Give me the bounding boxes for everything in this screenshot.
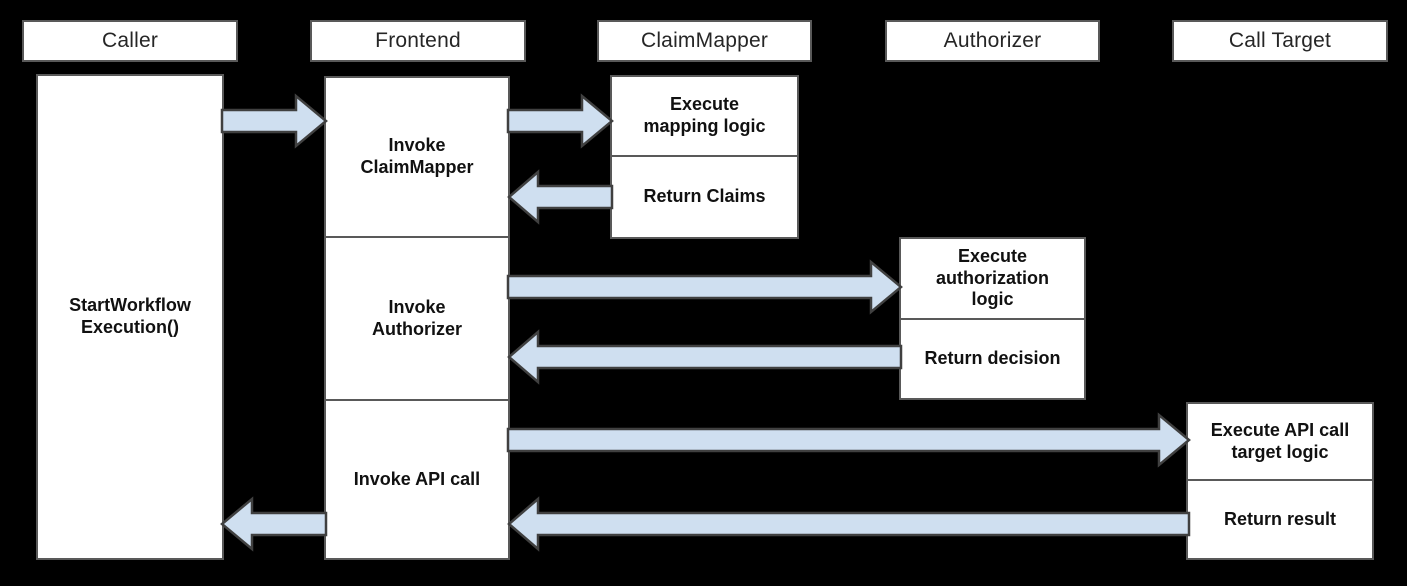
activation-segment-calltarget-return-result: Return result (1188, 479, 1372, 558)
lane-header-caller-label: Caller (101, 29, 159, 52)
activation-segment-authorizer-return-decision: Return decision (901, 318, 1084, 398)
activation-segment-frontend-invoke-api-call: Invoke API call (326, 399, 508, 558)
message-arrow-frontend-to-authorizer[interactable] (506, 259, 903, 315)
lane-header-claimmapper[interactable]: ClaimMapper (597, 20, 812, 62)
lane-header-authorizer[interactable]: Authorizer (885, 20, 1100, 62)
lane-header-authorizer-label: Authorizer (943, 29, 1042, 52)
lane-header-frontend[interactable]: Frontend (310, 20, 526, 62)
message-arrow-frontend-to-claimmapper[interactable] (506, 93, 614, 149)
message-arrow-calltarget-to-frontend[interactable] (507, 496, 1191, 552)
message-arrow-frontend-to-caller[interactable] (220, 496, 328, 552)
message-arrow-claimmapper-to-frontend[interactable] (507, 169, 614, 225)
lane-header-calltarget[interactable]: Call Target (1172, 20, 1388, 62)
message-arrow-frontend-to-calltarget[interactable] (506, 412, 1191, 468)
message-arrow-caller-to-frontend[interactable] (220, 93, 328, 149)
lane-header-claimmapper-label: ClaimMapper (640, 29, 769, 52)
lane-header-calltarget-label: Call Target (1228, 29, 1332, 52)
lane-header-frontend-label: Frontend (375, 29, 461, 52)
lane-header-caller[interactable]: Caller (22, 20, 238, 62)
activation-segment-claimmapper-return-claims: Return Claims (612, 155, 797, 237)
message-arrow-authorizer-to-frontend[interactable] (507, 329, 903, 385)
